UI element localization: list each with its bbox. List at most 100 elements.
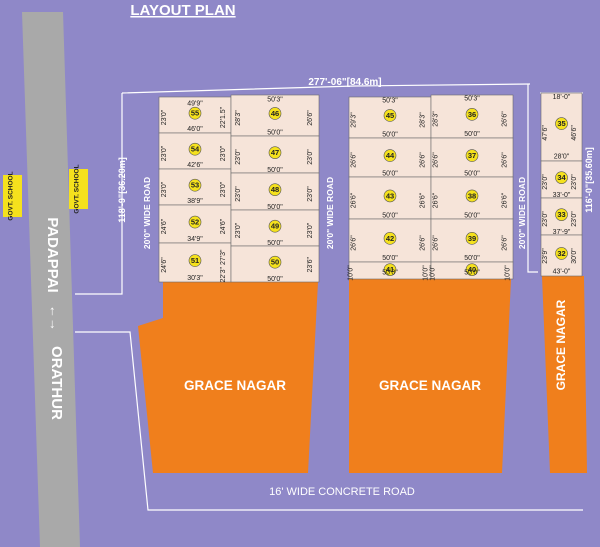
plot-dimension: 23'6" bbox=[307, 256, 314, 272]
plot-number: 33 bbox=[557, 210, 565, 219]
plot-dimension: 34'9" bbox=[187, 236, 203, 243]
plot-number-badge bbox=[465, 108, 479, 121]
plot-dimension: 26'6" bbox=[351, 235, 358, 251]
plot-dimension: 24'6" bbox=[220, 218, 227, 234]
page-title: LAYOUT PLAN bbox=[130, 2, 235, 19]
plot-dimension: 26'6" bbox=[433, 235, 440, 251]
school-badge-right: GOVT. SCHOOL bbox=[69, 164, 88, 214]
open-space-2 bbox=[349, 279, 511, 473]
plot-dimension: 23'0" bbox=[235, 149, 242, 165]
plot-dimension: 23'0" bbox=[235, 222, 242, 238]
plot-number-badge bbox=[383, 109, 397, 122]
plot-dimension: 28'3" bbox=[433, 111, 440, 127]
plot-number-badge bbox=[555, 247, 568, 260]
plot-dimension: 26'6" bbox=[501, 111, 508, 127]
plot-dimension: 23'0" bbox=[542, 174, 549, 190]
plot-dimension: 26'6" bbox=[351, 192, 358, 208]
concrete-road-label: 16' WIDE CONCRETE ROAD bbox=[269, 486, 415, 498]
plot-number-badge bbox=[465, 189, 479, 203]
plot-dimension: 50'0" bbox=[382, 212, 398, 219]
plot-dimension: 26'6" bbox=[501, 152, 508, 168]
plot-dimension: 50'0" bbox=[267, 129, 283, 136]
plot-dimension: 26'6" bbox=[433, 152, 440, 168]
main-road-arrow: ←→ bbox=[47, 305, 62, 331]
plot-number: 42 bbox=[386, 234, 394, 243]
plot-number: 36 bbox=[468, 110, 476, 119]
plot-number: 47 bbox=[271, 148, 279, 157]
plot-number-badge bbox=[383, 263, 397, 276]
plot-number-badge bbox=[188, 215, 202, 229]
plot-dimension: 10'0" bbox=[347, 265, 354, 281]
plot-number-badge bbox=[555, 208, 568, 221]
plot-dimension: 23'0" bbox=[571, 174, 578, 190]
plot-number: 40 bbox=[468, 265, 476, 274]
plot-number-badge bbox=[268, 255, 282, 269]
plot-dimension: 50'0" bbox=[464, 171, 480, 178]
plot-number: 49 bbox=[271, 222, 279, 231]
plot-dimension: 30'3" bbox=[187, 275, 203, 282]
plot-dimension: 18'-0" bbox=[553, 94, 571, 101]
main-road bbox=[22, 12, 80, 547]
plot-number-badge bbox=[383, 189, 397, 203]
plot-number: 32 bbox=[557, 249, 565, 258]
plot-dimension: 38'9" bbox=[187, 198, 203, 205]
plot-42[interactable]: 42 50'0" 26'6" 26'6" bbox=[348, 218, 432, 263]
plot-dimension: 23'0" bbox=[220, 181, 227, 197]
plot-number-badge bbox=[268, 107, 282, 120]
plot-dimension: 50'0" bbox=[464, 212, 480, 219]
plot-dimension: 50'0" bbox=[464, 255, 480, 262]
plot-number-badge bbox=[188, 142, 202, 156]
plot-number: 37 bbox=[468, 151, 476, 160]
plot-dimension: 50'0" bbox=[382, 255, 398, 262]
plot-37[interactable]: 37 50'0" 26'6" 26'6" bbox=[430, 137, 514, 178]
plot-dimension: 50'0" bbox=[267, 240, 283, 247]
plot-number-badge bbox=[383, 232, 397, 245]
plot-dimension: 24'6" bbox=[161, 218, 168, 234]
plot-dimension: 26'6" bbox=[419, 235, 426, 251]
plot-dimension: 24'6" bbox=[161, 257, 168, 273]
plot-dimension: 28'3" bbox=[419, 112, 426, 128]
plot-number: 44 bbox=[386, 151, 395, 160]
plot-number: 46 bbox=[271, 109, 279, 118]
plot-group: 5549'9"46'0"22'1.5"23'0"5442'6"23'0"23'0… bbox=[158, 92, 583, 283]
plot-dimension: 23'0" bbox=[307, 149, 314, 165]
plot-dimension: 50'0" bbox=[382, 171, 398, 178]
plot-dimension: 33'-0" bbox=[553, 192, 571, 199]
plot-number-badge bbox=[268, 183, 282, 196]
plot-dimension: 26'6" bbox=[307, 110, 314, 126]
main-road-label-padappai: PADAPPAI bbox=[44, 217, 61, 292]
plot-dimension: 50'3" bbox=[267, 97, 283, 104]
plot-number-badge bbox=[268, 219, 282, 233]
plot-dimension: 22'1.5" bbox=[220, 106, 227, 128]
plot-number-badge bbox=[465, 232, 479, 245]
plot-number-badge bbox=[188, 106, 202, 120]
plot-dimension: 22'3" bbox=[220, 266, 227, 282]
plot-number: 48 bbox=[271, 185, 279, 194]
plot-number-badge bbox=[465, 263, 479, 276]
plot-dimension: 46'0" bbox=[187, 126, 203, 133]
plot-dimension: 50'0" bbox=[464, 270, 480, 277]
plot-dimension: 26'6" bbox=[419, 152, 426, 168]
